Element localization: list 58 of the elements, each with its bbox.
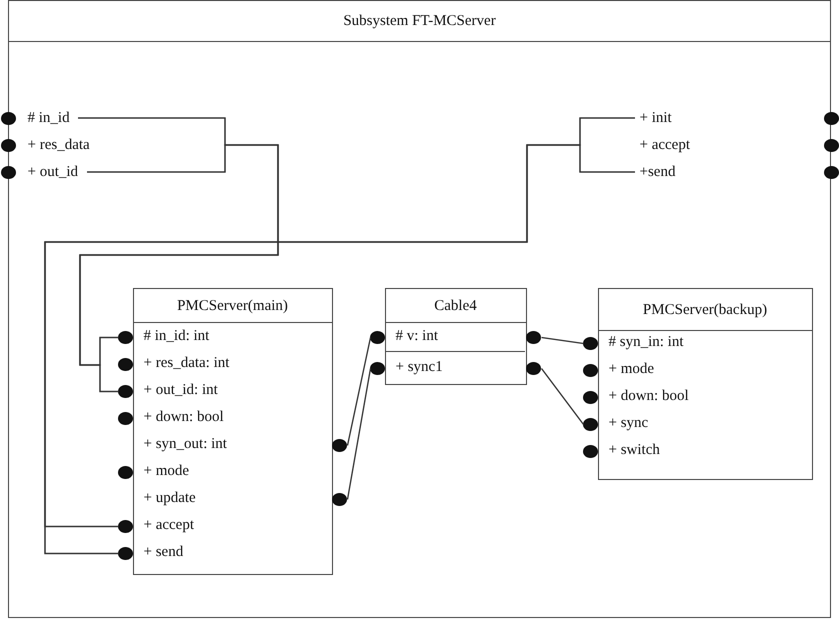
attribute-text: # v: int [386,321,524,352]
port-dot [583,364,598,376]
port-dot [0,112,16,124]
port-label: # in_id [28,106,78,130]
attribute-text: # in_id: int [134,323,330,350]
port-dot [332,438,347,452]
attribute-text: + down: bool [134,404,330,431]
attribute-text: + sync1 [386,352,524,382]
attribute-text: + sync [598,410,810,437]
port-label: +send [634,160,744,184]
connector-line [346,368,372,500]
attribute-text: + out_id: int [134,377,330,404]
port-dot [0,166,16,178]
port-dot [332,492,347,506]
attribute-text: # syn_in: int [598,329,810,356]
class-name: PMCServer(main) [134,288,332,322]
port-label: + res_data [28,132,98,156]
port-dot [118,384,133,398]
class-name: Cable4 [386,288,526,322]
port-dot [118,546,133,560]
connector-line [540,368,584,425]
port-label: + out_id [28,160,86,184]
subsystem-frame [8,0,831,618]
subsystem-title: Subsystem FT-MCServer [9,1,830,42]
connector-line [541,336,584,344]
port-dot [118,412,133,424]
port-dot [370,330,385,344]
port-dot [0,138,16,152]
class-name: PMCServer(backup) [598,288,812,330]
port-dot [583,390,598,404]
port-dot [824,112,838,124]
port-dot [583,336,598,350]
attribute-text: + update [134,485,330,512]
connector-line [346,337,372,446]
port-dot [118,358,133,370]
attribute-text: + switch [598,437,810,464]
attribute-text: + mode [598,356,810,383]
port-dot [118,330,133,344]
class-box [132,288,332,574]
attribute-text: + syn_out: int [134,431,330,458]
port-dot [526,330,541,344]
attribute-text: + res_data: int [134,350,330,377]
port-label: + accept [634,132,744,156]
port-dot [583,444,598,458]
class-box [598,288,812,480]
port-dot [370,362,385,374]
port-dot [824,138,838,152]
class-box [384,288,526,384]
port-dot [118,466,133,478]
port-dot [583,418,598,430]
attribute-text: + down: bool [598,383,810,410]
port-dot [526,362,541,374]
attribute-text: + send [134,539,330,566]
port-dot [118,520,133,532]
port-dot [824,166,838,178]
attribute-text: + mode [134,458,330,485]
port-label: + init [634,106,744,130]
attribute-text: + accept [134,512,330,539]
